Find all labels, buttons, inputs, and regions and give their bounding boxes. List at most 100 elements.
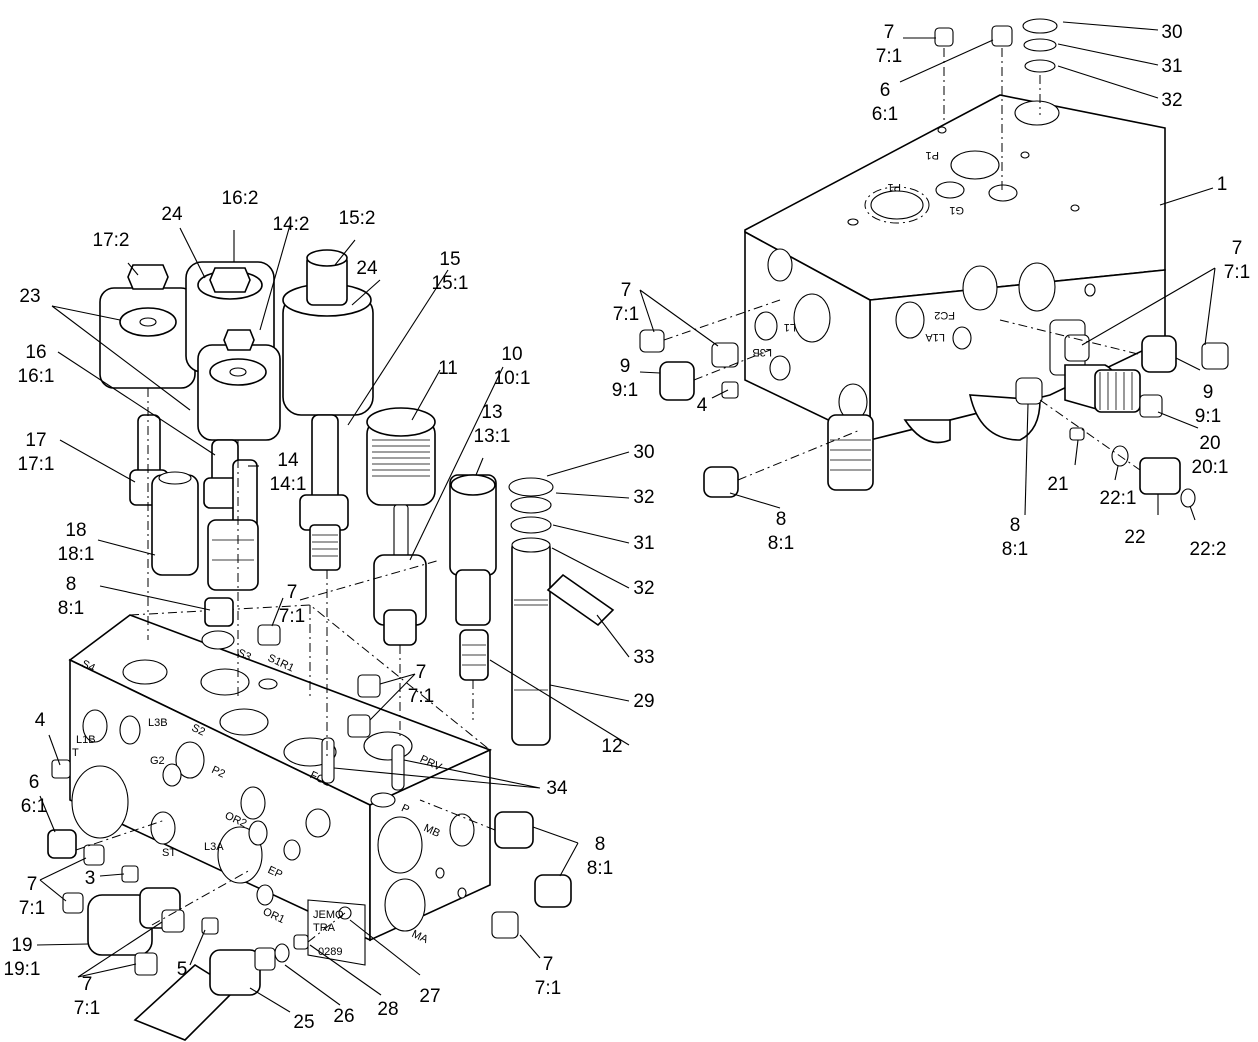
left-block-fittings: [47, 388, 572, 1041]
callout-number: 18:1: [58, 544, 95, 565]
callout-number: 28: [377, 999, 398, 1020]
callout-number: 8: [66, 574, 77, 595]
callout-number: 18: [65, 520, 86, 541]
callout-number: 22:1: [1100, 488, 1137, 509]
callout-number: 23: [19, 286, 40, 307]
callout-number: 17:1: [18, 454, 55, 475]
callout-number: 7:1: [535, 978, 561, 999]
callout-number: 24: [161, 204, 183, 225]
callout-number: 7: [1232, 238, 1243, 259]
port-label: OR1: [261, 906, 287, 926]
callout-number: 19:1: [4, 959, 41, 980]
port-label: P1: [926, 149, 939, 161]
callout-number: 7:1: [1224, 262, 1250, 283]
callout-number: 13:1: [474, 426, 511, 447]
port-label: FC2: [934, 309, 955, 321]
plate-text: JEMO: [313, 909, 344, 921]
callout-number: 8:1: [1002, 539, 1028, 560]
callout-number: 14:2: [273, 214, 310, 235]
right-manifold-block: P1 P1 G1 L1A FC2 L3B L1: [744, 94, 1166, 491]
port-label: G2: [150, 755, 165, 767]
callout-number: 15:2: [339, 208, 376, 229]
callout-number: 24: [356, 258, 378, 279]
callout-number: 7:1: [408, 686, 434, 707]
callout-number: 16:2: [222, 188, 259, 209]
callout-number: 7: [287, 582, 298, 603]
callout-number: 22: [1124, 527, 1145, 548]
callout-number: 30: [1161, 22, 1182, 43]
port-label: S4: [80, 658, 97, 675]
callout-number: 7:1: [279, 606, 305, 627]
callout-number: 10:1: [494, 368, 531, 389]
callout-number: 7: [27, 874, 38, 895]
callout-number: 29: [633, 691, 654, 712]
port-label: L3B: [148, 717, 168, 729]
callout-number: 4: [35, 710, 46, 731]
callout-number: 8: [776, 509, 787, 530]
callout-number: 9:1: [1195, 406, 1221, 427]
callout-number: 6:1: [872, 104, 898, 125]
callout-number: 6: [29, 772, 40, 793]
callout-number: 7: [543, 954, 554, 975]
callout-number: 7:1: [19, 898, 45, 919]
plate-text: TRA: [313, 922, 336, 934]
callout-number: 10: [501, 344, 522, 365]
callout-number: 32: [633, 487, 654, 508]
port-label: P1: [888, 181, 901, 193]
valve-cartridges: [321, 407, 615, 791]
callout-number: 6: [880, 80, 891, 101]
callout-number: 13: [481, 402, 502, 423]
leader-lines: [36, 21, 1216, 1013]
callout-number: 7:1: [613, 304, 639, 325]
callout-number: 16: [25, 342, 46, 363]
callout-number: 5: [177, 959, 188, 980]
right-block-fittings: [639, 18, 1229, 508]
callout-number: 15:1: [432, 273, 469, 294]
plate-text: 0289: [318, 946, 342, 958]
callout-number: 8:1: [58, 598, 84, 619]
callout-number: 6:1: [21, 796, 47, 817]
port-label: L3B: [752, 346, 772, 358]
callout-number: 25: [293, 1012, 314, 1033]
callout-number: 3: [85, 868, 96, 889]
callout-number: 1: [1217, 174, 1228, 195]
callout-number: 12: [601, 736, 622, 757]
coil-assemblies: [99, 249, 374, 591]
port-label: S3: [236, 647, 253, 664]
callout-number: 31: [1161, 56, 1182, 77]
port-label: L3A: [204, 841, 224, 853]
callout-number: 16:1: [18, 366, 55, 387]
callout-number: 9:1: [612, 380, 638, 401]
port-label: MA: [410, 928, 431, 946]
callout-number: 21: [1047, 474, 1068, 495]
callout-number: 14:1: [270, 474, 307, 495]
callout-number: 8: [1010, 515, 1021, 536]
callout-number: 7:1: [74, 998, 100, 1019]
callout-number: 7: [82, 974, 93, 995]
callout-number: 30: [633, 442, 654, 463]
callout-number: 31: [633, 533, 654, 554]
callout-number: 9: [620, 356, 631, 377]
port-label: S2: [190, 722, 207, 739]
callout-number: 14: [277, 450, 299, 471]
port-label: P2: [210, 764, 227, 781]
port-label: L1A: [925, 331, 945, 343]
callout-number: 32: [1161, 90, 1182, 111]
callout-number: 26: [333, 1006, 354, 1027]
callout-number: 8:1: [587, 858, 613, 879]
callout-number: 4: [697, 395, 708, 416]
callout-number: 7: [416, 662, 427, 683]
callout-number: 15: [439, 249, 460, 270]
port-label: P: [399, 802, 411, 816]
port-label: EP: [266, 864, 284, 881]
callout-number: 34: [546, 778, 568, 799]
callout-number: 19: [11, 935, 32, 956]
callout-number: 7: [884, 22, 895, 43]
callout-number: 17:2: [93, 230, 130, 251]
callout-number: 22:2: [1190, 539, 1227, 560]
callout-number: 20:1: [1192, 457, 1229, 478]
callout-number: 20: [1199, 433, 1220, 454]
callout-number: 7: [621, 280, 632, 301]
